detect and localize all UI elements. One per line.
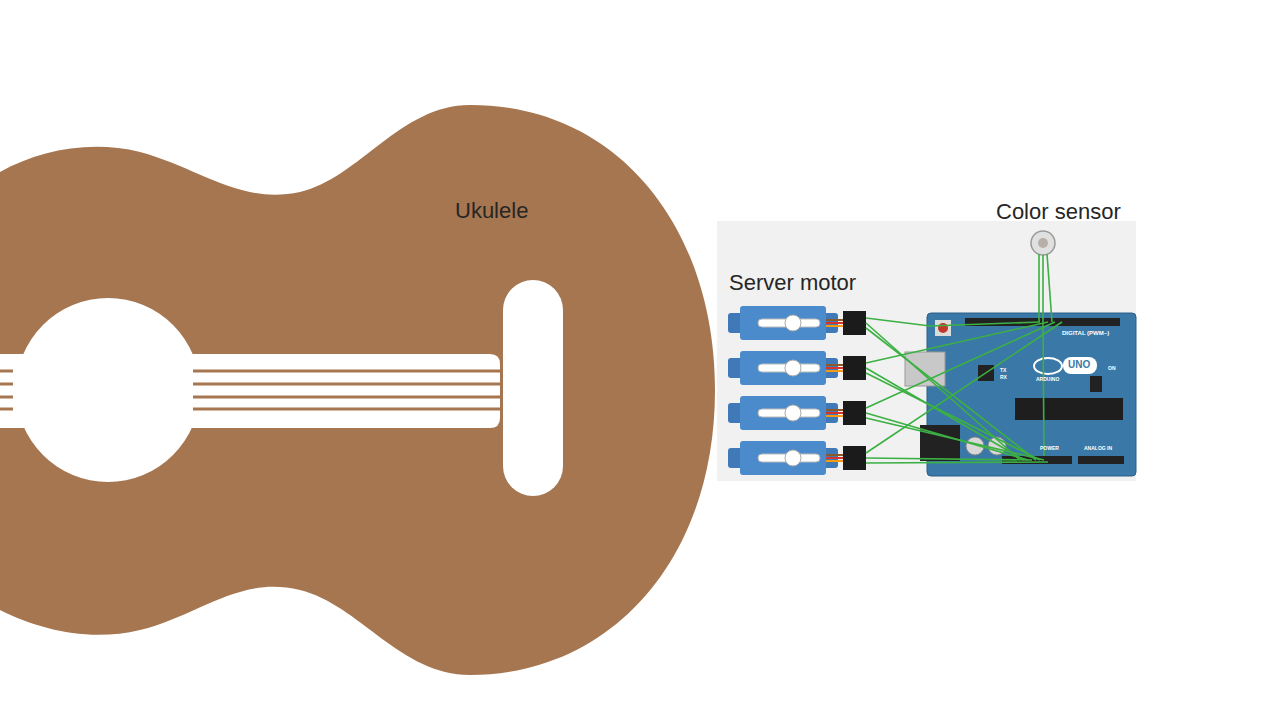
pin-name: ON bbox=[1108, 366, 1116, 371]
strings bbox=[0, 371, 500, 409]
microcontroller-chip bbox=[1015, 398, 1123, 420]
part-label: Color sensor bbox=[996, 201, 1121, 223]
board-marking: DIGITAL (PWM~) bbox=[1062, 330, 1109, 336]
color-sensor bbox=[1031, 231, 1055, 255]
string bbox=[0, 408, 13, 411]
servo-wire bbox=[826, 415, 844, 417]
wire bbox=[1038, 254, 1040, 322]
string bbox=[0, 383, 13, 386]
reset-button-cap bbox=[938, 323, 948, 333]
servo-motor bbox=[728, 351, 866, 385]
servo-hub bbox=[785, 315, 801, 331]
wire bbox=[866, 322, 1048, 363]
servo-motor bbox=[728, 441, 866, 475]
servo-hub bbox=[785, 405, 801, 421]
wire bbox=[866, 368, 1024, 460]
board-marking: POWER bbox=[1040, 446, 1059, 451]
servo-wire bbox=[826, 319, 844, 321]
wire bbox=[866, 323, 1020, 460]
board-marking: ARDUINO bbox=[1036, 377, 1059, 382]
wire bbox=[866, 462, 1048, 463]
board-marking: UNO bbox=[1068, 360, 1090, 370]
servo-wire bbox=[826, 460, 844, 462]
board-marking: ANALOG IN bbox=[1084, 446, 1112, 451]
wire bbox=[866, 318, 1040, 326]
servo-hub bbox=[785, 360, 801, 376]
servo-connector bbox=[843, 446, 866, 470]
servo-wire bbox=[826, 454, 844, 456]
neck-opening bbox=[0, 354, 500, 428]
wire bbox=[866, 322, 1062, 453]
servo-connector bbox=[843, 356, 866, 380]
part-label: Server motor bbox=[729, 272, 856, 294]
wire bbox=[866, 322, 1055, 408]
pin-name: TX bbox=[1000, 368, 1006, 373]
wires bbox=[866, 254, 1062, 463]
servo-hub bbox=[785, 450, 801, 466]
icsp-header bbox=[1090, 376, 1102, 392]
string bbox=[0, 370, 13, 373]
circuit-panel bbox=[717, 221, 1136, 481]
bridge-slot bbox=[503, 280, 563, 496]
servo-wire bbox=[826, 325, 844, 327]
ukulele-body bbox=[0, 105, 715, 675]
servo-body bbox=[740, 351, 826, 385]
servo-connector bbox=[843, 401, 866, 425]
wire bbox=[1047, 254, 1052, 322]
wire bbox=[1043, 255, 1044, 456]
string bbox=[193, 383, 500, 386]
servo-body bbox=[740, 441, 826, 475]
wire bbox=[866, 458, 1032, 460]
color-sensor-lens bbox=[1038, 238, 1048, 248]
string bbox=[193, 396, 500, 399]
servo-motor bbox=[728, 396, 866, 430]
reset-button bbox=[935, 320, 951, 336]
servo-wire bbox=[826, 364, 844, 366]
string bbox=[193, 408, 500, 411]
servo-body bbox=[740, 306, 826, 340]
servo-wire bbox=[826, 370, 844, 372]
string bbox=[193, 370, 500, 373]
wire bbox=[866, 328, 1036, 460]
servo-wire bbox=[826, 322, 844, 324]
pin-name: RX bbox=[1000, 375, 1007, 380]
uno-badge bbox=[1063, 357, 1097, 374]
servo-wire bbox=[826, 457, 844, 459]
part-label: Ukulele bbox=[455, 200, 528, 222]
servo-motor bbox=[728, 306, 866, 340]
servo-wire bbox=[826, 412, 844, 414]
servo-wire bbox=[826, 367, 844, 369]
wire bbox=[866, 418, 1044, 460]
servo-body bbox=[740, 396, 826, 430]
servo-connector bbox=[843, 311, 866, 335]
servo-wire bbox=[826, 409, 844, 411]
analog-header bbox=[1078, 456, 1124, 464]
arduino-logo bbox=[1034, 358, 1062, 374]
string bbox=[0, 396, 13, 399]
wire bbox=[866, 373, 1040, 460]
